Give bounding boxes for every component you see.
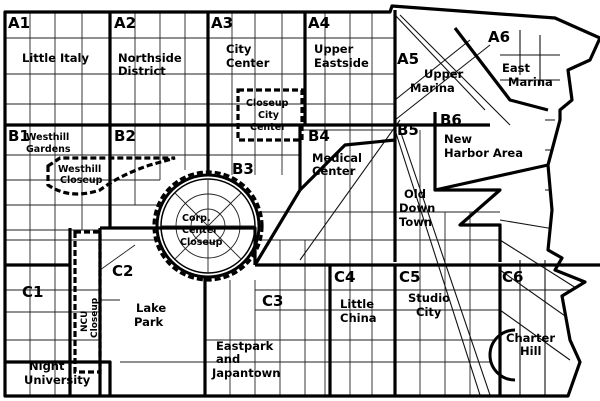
sector-code-c6: C6 [502,268,523,286]
district-name-upper-marina: Upper [424,67,464,81]
sector-code-a1: A1 [8,14,30,32]
closeup-labels: Closeup City Center Westhill Closeup Cor… [58,98,289,338]
charter-hill-loop [488,328,516,382]
closeup-label-corp-center-2: Center [182,225,218,236]
district-name-northside-2: District [118,64,166,78]
district-name-medical-center-2: Center [312,164,356,178]
district-name-eastpark-2: and [216,352,240,366]
sector-code-c4: C4 [334,268,355,286]
district-name-upper-marina-2: Marina [410,81,455,95]
closeup-label-corp-center-3: Closeup [180,237,223,248]
district-name-charter-hill-2: Hill [520,344,541,358]
closeup-label-city-center-3: Center [250,122,286,133]
district-name-new-harbor: New [444,132,472,146]
district-name-new-harbor-2: Harbor Area [444,146,523,160]
district-name-city-center: City [226,42,252,56]
sector-codes: A1 A2 A3 A4 A5 A6 B1 B2 B3 B4 B5 B6 C1 C… [8,14,523,310]
sector-code-a4: A4 [308,14,330,32]
sector-code-c1: C1 [22,283,43,301]
closeup-label-westhill-2: Closeup [60,175,103,186]
sector-code-b4: B4 [308,127,330,145]
street-grid [5,12,596,396]
closeup-outlines [46,88,304,374]
district-borders [3,4,600,398]
sector-code-a2: A2 [114,14,136,32]
sector-code-b3: B3 [232,160,254,178]
district-name-city-center-2: Center [226,56,270,70]
district-name-little-china: Little [340,297,374,311]
sector-code-c5: C5 [399,268,420,286]
district-name-westhill-gardens-2: Gardens [26,144,71,155]
closeup-label-corp-center: Corp. [182,213,211,224]
sector-code-a6: A6 [488,28,510,46]
closeup-label-city-center-2: City [258,110,280,121]
district-name-charter-hill: Charter [506,331,555,345]
sector-code-b1: B1 [8,127,30,145]
district-name-upper-eastside-2: Eastside [314,56,369,70]
district-names: Little Italy Northside District City Cen… [22,42,555,387]
district-name-old-down-town-2: Down [399,201,435,215]
closeup-label-westhill: Westhill [58,164,101,175]
district-name-lake-park: Lake [136,301,166,315]
district-name-eastpark-3: Japantown [211,366,280,380]
district-name-westhill-gardens: Westhill [26,132,69,143]
sector-code-b5: B5 [397,121,419,139]
district-name-studio-city-2: City [416,305,442,319]
sector-code-b2: B2 [114,127,136,145]
district-name-old-down-town: Old [404,187,426,201]
closeup-label-ncu-2: Closeup [90,297,100,338]
closeup-label-ncu: NCU [80,311,90,332]
district-name-little-china-2: China [340,311,377,325]
sector-code-c2: C2 [112,262,133,280]
sector-code-c3: C3 [262,292,283,310]
sector-code-a5: A5 [397,50,419,68]
district-name-lake-park-2: Park [134,315,164,329]
district-name-night-university: Night [29,359,65,373]
district-name-old-down-town-3: Town [399,215,432,229]
district-name-medical-center: Medical [312,151,362,165]
district-name-northside: Northside [118,51,182,65]
sector-code-b6: B6 [440,111,462,129]
district-name-studio-city: Studio [408,291,450,305]
sector-code-a3: A3 [211,14,233,32]
corp-center-circle [155,173,261,279]
district-name-upper-eastside: Upper [314,42,354,56]
district-name-east-marina: East [502,61,530,75]
district-name-east-marina-2: Marina [508,75,553,89]
district-name-eastpark: Eastpark [216,339,274,353]
closeup-label-city-center: Closeup [246,98,289,109]
district-name-little-italy: Little Italy [22,51,89,65]
district-name-night-university-2: University [24,373,91,387]
